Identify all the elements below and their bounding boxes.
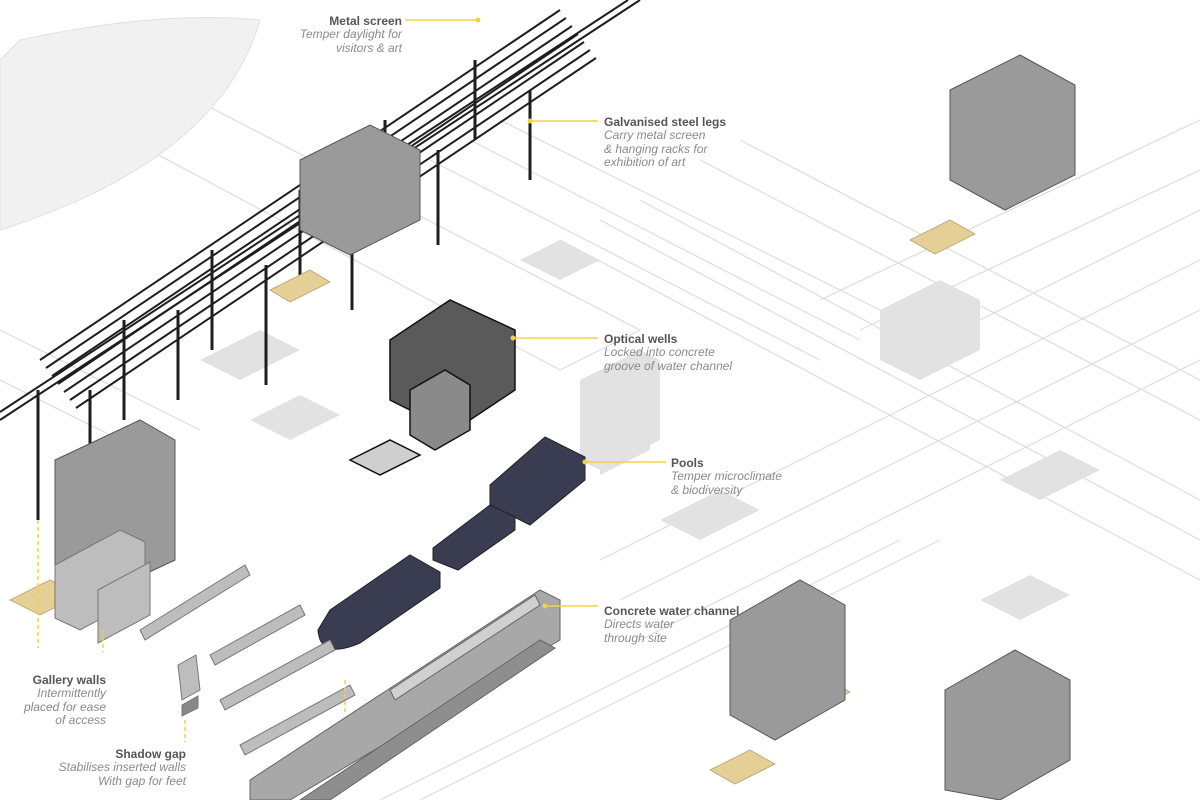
pools [317,436,586,650]
optical-wells-desc: Locked into concrete groove of water cha… [604,345,733,373]
water-channel-title: Concrete water channel [604,604,740,618]
water-channel-desc: Directs water through site [604,617,675,645]
shadow-gap-desc: Stabilises inserted walls With gap for f… [58,760,186,788]
annotation-pools: Pools Temper microclimate & biodiversity [671,456,871,497]
annotation-optical-wells: Optical wells Locked into concrete groov… [604,332,804,373]
concrete-water-channel [249,589,561,800]
steel-legs [36,60,532,520]
annotation-metal-screen: Metal screen Temper daylight for visitor… [202,14,402,55]
annotation-water-channel: Concrete water channel Directs water thr… [604,604,804,645]
gallery-walls [54,529,356,756]
annotation-gallery-walls: Gallery walls Intermittently placed for … [0,673,106,728]
ghost-blocks [200,240,1100,620]
leader-dots [475,17,588,609]
optical-wells-title: Optical wells [604,332,678,346]
gallery-walls-desc: Intermittently placed for ease of access [23,686,106,727]
pavilion-units [54,54,1076,800]
gallery-walls-title: Gallery walls [32,673,106,687]
metal-screen-title: Metal screen [329,14,402,28]
leader-lines [37,19,666,742]
pools-desc: Temper microclimate & biodiversity [671,469,782,497]
optical-well [348,299,516,476]
steel-legs-desc: Carry metal screen & hanging racks for e… [604,128,708,169]
metal-screen-desc: Temper daylight for visitors & art [299,27,402,55]
shadow-gap-title: Shadow gap [115,747,186,761]
annotation-shadow-gap: Shadow gap Stabilises inserted walls Wit… [0,747,186,788]
paper-curl [0,17,261,231]
pools-title: Pools [671,456,704,470]
steel-legs-title: Galvanised steel legs [604,115,727,129]
annotation-steel-legs: Galvanised steel legs Carry metal screen… [604,115,804,170]
